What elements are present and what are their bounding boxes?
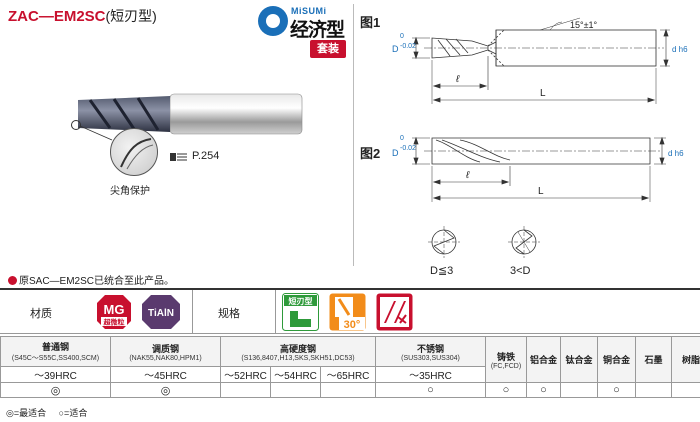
- col-cast-iron: 铸铁(FC,FCD): [485, 336, 527, 383]
- fig1-shank: d h6: [672, 45, 688, 54]
- table-hardness-row: 〜39HRC 〜45HRC 〜52HRC 〜54HRC 〜65HRC 〜35HR…: [0, 366, 700, 383]
- material-suitability-table: 普通钢(S45C〜S55C,SS400,SCM) 调质钢(NAK55,NAK80…: [0, 336, 700, 398]
- note-text: 原SAC—EM2SC已统合至此产品。: [19, 276, 175, 287]
- end-mill-photo: [78, 93, 303, 135]
- col-stainless-steel: 不锈钢(SUS303,SUS304): [375, 336, 486, 367]
- fig1-diameter-tol-top: 0: [400, 33, 404, 40]
- suitability-cell: ◎: [0, 382, 111, 398]
- fig2-diameter: D: [392, 148, 399, 158]
- product-code: ZAC—EM2SC: [8, 8, 106, 25]
- band-separator: [192, 290, 193, 333]
- material-label: 材质: [30, 308, 52, 320]
- col-titanium: 钛合金: [560, 336, 598, 383]
- logo-brand: MiSUMi: [291, 6, 327, 16]
- attribute-icon-band: [0, 288, 700, 334]
- product-type: (短刃型): [105, 8, 157, 24]
- col-aluminum: 铝合金: [526, 336, 561, 383]
- figure-2-label: 图2: [360, 146, 381, 161]
- fig1-diameter: D: [392, 44, 399, 54]
- suitability-cell: [220, 382, 271, 398]
- misumi-economy-logo: MiSUMi 经济型 套装: [258, 6, 348, 58]
- symbol-legend: ◎=最适合 ○=适合: [6, 406, 87, 419]
- short-flute-icon: 短刃型: [282, 293, 319, 331]
- fig2-total-length: L: [538, 186, 544, 197]
- mg-sub: 超微粒: [104, 318, 125, 327]
- set-badge: 套装: [310, 40, 346, 58]
- logo-tagline: 经济型: [290, 19, 345, 41]
- fig2-flute-length: ℓ: [465, 170, 470, 181]
- detail-caption: 尖角保护: [110, 186, 150, 197]
- section-divider: [353, 4, 354, 266]
- suitability-cell: ◎: [110, 382, 221, 398]
- fig1-flute-length: ℓ: [455, 74, 460, 85]
- suitability-cell: ○: [526, 382, 561, 398]
- helix-angle-text: 30°: [344, 319, 361, 331]
- table-suitability-row: ◎ ◎ ○ ○ ○ ○: [0, 382, 700, 398]
- suitability-cell: [560, 382, 598, 398]
- hardness-cell: 〜45HRC: [110, 366, 221, 383]
- figure-2-drawing: ℓ L D 0 -0.02 d h6: [392, 135, 684, 202]
- cross-section-drawings: D≦3 3<D: [428, 226, 540, 277]
- page-title: ZAC—EM2SC(短刃型): [8, 6, 157, 26]
- fig2-shank: d h6: [668, 149, 684, 158]
- legend-best: ◎=最适合: [6, 408, 47, 418]
- hardness-cell: 〜35HRC: [375, 366, 486, 383]
- suitability-cell: [635, 382, 672, 398]
- page-reference-icon: [170, 153, 187, 161]
- tialn-text: TiAlN: [148, 308, 174, 319]
- hardness-cell: 〜52HRC: [220, 366, 271, 383]
- hardness-cell: 〜54HRC: [270, 366, 321, 383]
- fig1-total-length: L: [540, 88, 546, 99]
- tialn-coating-icon: TiAlN: [142, 295, 180, 329]
- col-resin: 树脂: [671, 336, 700, 383]
- detail-leader-line: [79, 125, 113, 141]
- helix-angle-icon: 30°: [329, 293, 366, 331]
- figure-1-label: 图1: [360, 15, 381, 30]
- note-icon: [8, 276, 17, 285]
- suitability-cell: [671, 382, 700, 398]
- band-separator: [275, 290, 276, 333]
- suitability-cell: ○: [485, 382, 527, 398]
- corner-highlight-circle: [71, 120, 81, 130]
- logo-mark-icon: [258, 6, 288, 36]
- suitability-cell: [320, 382, 376, 398]
- spec-label: 规格: [218, 308, 240, 320]
- fig1-diameter-tol-bottom: -0.02: [400, 43, 416, 50]
- short-flute-text: 短刃型: [289, 296, 313, 306]
- reference-page[interactable]: P.254: [192, 150, 220, 162]
- fig2-diameter-tol-bottom: -0.02: [400, 145, 416, 152]
- fig2-diameter-tol-top: 0: [400, 135, 404, 142]
- figure-1-drawing: 15°±1° ℓ L D 0 -0.02 d h6: [392, 17, 688, 104]
- hardness-cell: 〜39HRC: [0, 366, 111, 383]
- mg-text: MG: [104, 302, 125, 317]
- table-header-row: 普通钢(S45C〜S55C,SS400,SCM) 调质钢(NAK55,NAK80…: [0, 336, 700, 383]
- cross-section-large-caption: 3<D: [510, 265, 531, 277]
- col-prehardened-steel: 调质钢(NAK55,NAK80,HPM1): [110, 336, 221, 367]
- fig1-angle: 15°±1°: [570, 20, 598, 30]
- integration-note: 原SAC—EM2SC已统合至此产品。: [8, 272, 174, 287]
- cross-section-small-caption: D≦3: [430, 265, 453, 277]
- suitability-cell: ○: [597, 382, 636, 398]
- col-carbon-steel: 普通钢(S45C〜S55C,SS400,SCM): [0, 336, 111, 367]
- corner-detail-image: [110, 128, 158, 176]
- col-graphite: 石墨: [635, 336, 672, 383]
- suitability-cell: [270, 382, 321, 398]
- col-hardened-steel: 高硬度钢(S136,8407,H13,SKS,SKH51,DC53): [220, 336, 376, 367]
- legend-good: ○=适合: [58, 408, 88, 418]
- col-copper: 铜合金: [597, 336, 636, 383]
- hardness-cell: 〜65HRC: [320, 366, 376, 383]
- two-flute-icon: [376, 293, 413, 331]
- suitability-cell: ○: [375, 382, 486, 398]
- mg-carbide-icon: MG 超微粒: [97, 295, 131, 329]
